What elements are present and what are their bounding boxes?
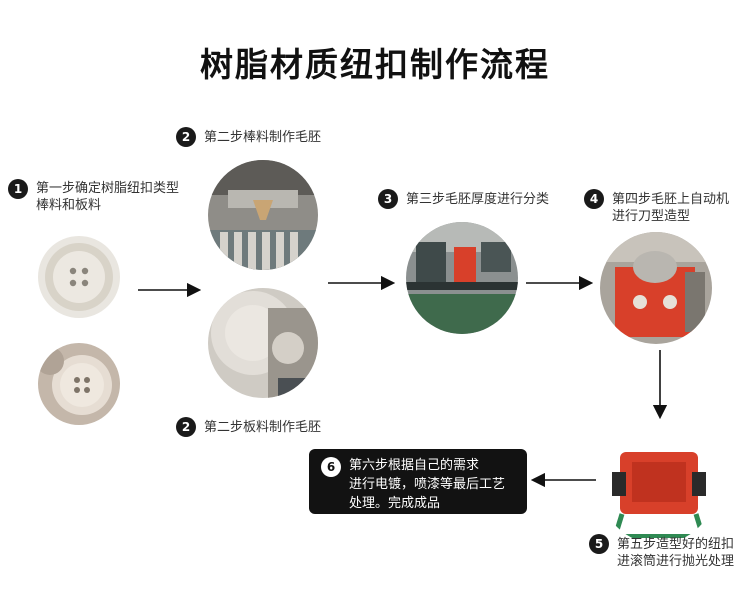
step-5-line1: 第五步造型好的纽扣: [617, 537, 735, 552]
step-6-callout: 6 第六步根据自己的需求 进行电镀，喷漆等最后工艺 处理。完成成品: [309, 449, 527, 514]
step-5-line2: 进滚筒进行抛光处理: [617, 554, 735, 569]
step-5-number: 5: [589, 534, 609, 554]
step-6-number: 6: [321, 457, 341, 477]
step-4-number: 4: [584, 189, 604, 209]
step-3-label: 第三步毛胚厚度进行分类: [406, 192, 550, 207]
photo-plate-blank-machine: [208, 288, 318, 398]
step-2b-label: 第二步板料制作毛胚: [204, 420, 322, 435]
step-6-line2: 进行电镀，喷漆等最后工艺: [349, 477, 506, 492]
page-title: 树脂材质纽扣制作流程: [200, 45, 550, 84]
step-3-number: 3: [378, 189, 398, 209]
button-photo-plate-stock: [38, 343, 120, 425]
step-6-line1: 第六步根据自己的需求: [349, 458, 480, 473]
photo-automatic-shaping-machine: [600, 232, 712, 344]
step-1-line2: 棒料和板料: [36, 198, 102, 213]
step-5-label: 第五步造型好的纽扣 进滚筒进行抛光处理: [617, 536, 734, 570]
step-2a-number: 2: [176, 127, 196, 147]
step-1-label: 第一步确定树脂纽扣类型 棒料和板料: [36, 180, 179, 214]
step-1-line1: 第一步确定树脂纽扣类型: [36, 181, 180, 196]
button-photo-bar-stock: [38, 236, 120, 318]
step-6-label: 第六步根据自己的需求 进行电镀，喷漆等最后工艺 处理。完成成品: [349, 456, 505, 513]
step-2b-number: 2: [176, 417, 196, 437]
step-6-line3: 处理。完成成品: [349, 496, 441, 511]
step-4-line2: 进行刀型造型: [612, 209, 691, 224]
step-4-label: 第四步毛胚上自动机 进行刀型造型: [612, 191, 729, 225]
step-4-line1: 第四步毛胚上自动机: [612, 192, 730, 207]
step-2a-label: 第二步棒料制作毛胚: [204, 130, 322, 145]
step-1-number: 1: [8, 179, 28, 199]
